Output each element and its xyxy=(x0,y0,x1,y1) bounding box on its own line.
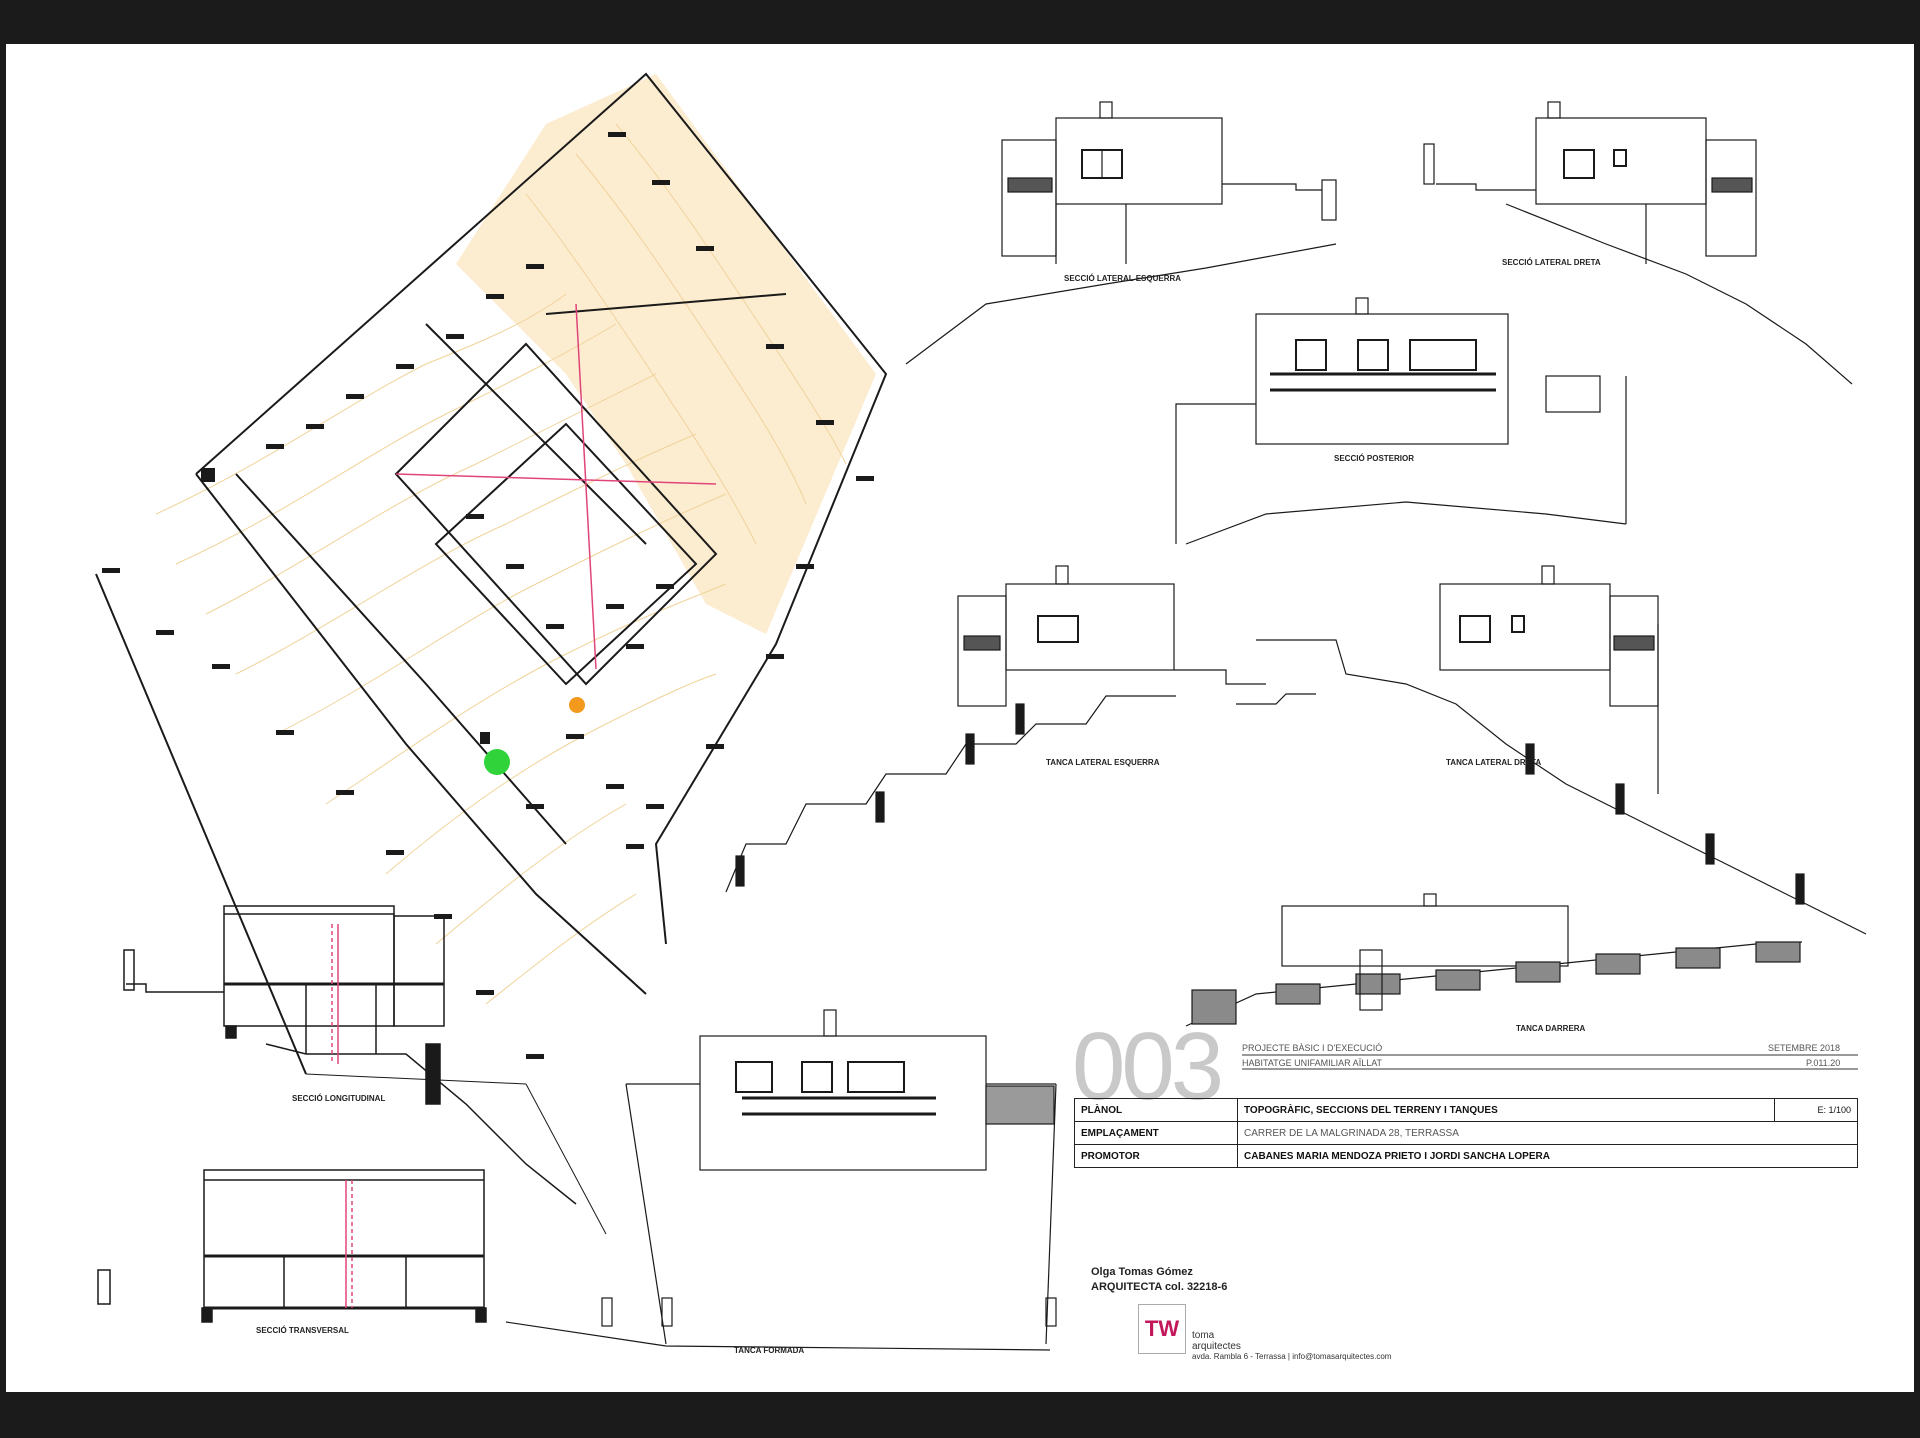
label-section-left: SECCIÓ LATERAL ESQUERRA xyxy=(1064,274,1182,283)
marker-orange xyxy=(569,697,585,713)
label-section-rear: SECCIÓ POSTERIOR xyxy=(1334,454,1415,463)
building-footprint xyxy=(394,293,787,686)
title-value-plan: TOPOGRÀFIC, SECCIONS DEL TERRENY I TANQU… xyxy=(1237,1098,1775,1122)
title-row-plan: PLÀNOL TOPOGRÀFIC, SECCIONS DEL TERRENY … xyxy=(1074,1098,1858,1122)
architect-registration: ARQUITECTA col. 32218-6 xyxy=(1091,1281,1228,1293)
elevation-left xyxy=(905,101,1337,365)
label-fence-rear: TANCA DARRERA xyxy=(1516,1024,1586,1033)
title-block-table: PLÀNOL TOPOGRÀFIC, SECCIONS DEL TERRENY … xyxy=(1074,1098,1858,1168)
section-transversal xyxy=(97,1169,487,1323)
title-scale: E: 1/100 xyxy=(1774,1098,1858,1122)
topographic-plan xyxy=(95,72,888,1235)
title-key-plan: PLÀNOL xyxy=(1074,1098,1238,1122)
studio-address: avda. Rambla 6 - Terrassa | info@tomasar… xyxy=(1192,1352,1392,1361)
title-value-location: CARRER DE LA MALGRINADA 28, TERRASSA xyxy=(1237,1121,1858,1145)
title-key-promoter: PROMOTOR xyxy=(1074,1144,1238,1168)
title-row-promoter: PROMOTOR CABANES MARIA MENDOZA PRIETO I … xyxy=(1074,1144,1858,1168)
label-fence-right: TANCA LATERAL DRETA xyxy=(1446,758,1542,767)
label-section-right: SECCIÓ LATERAL DRETA xyxy=(1502,258,1601,267)
architect-name: Olga Tomas Gómez xyxy=(1091,1266,1193,1278)
architect-block: Olga Tomas Gómez ARQUITECTA col. 32218-6 xyxy=(1091,1266,1227,1296)
studio-name-line1: toma xyxy=(1192,1330,1215,1341)
studio-name-line2: arquitectes xyxy=(1192,1341,1241,1352)
subject-line: HABITATGE UNIFAMILIAR AÏLLAT xyxy=(1242,1058,1383,1068)
drawing-sheet: SECCIÓ LATERAL ESQUERRA SECCIÓ LATERAL D… xyxy=(6,44,1914,1392)
date: SETEMBRE 2018 xyxy=(1768,1043,1841,1053)
section-longitudinal xyxy=(123,905,577,1205)
studio-name: toma arquitectes xyxy=(1192,1330,1241,1352)
project-line: PROJECTE BÀSIC I D'EXECUCIÓ xyxy=(1242,1043,1383,1053)
label-section-transversal: SECCIÓ TRANSVERSAL xyxy=(256,1326,349,1335)
label-fence-left: TANCA LATERAL ESQUERRA xyxy=(1046,758,1160,767)
title-value-promoter: CABANES MARIA MENDOZA PRIETO I JORDI SAN… xyxy=(1237,1144,1858,1168)
axis-cross xyxy=(395,303,717,670)
terrain-shaded-area xyxy=(456,74,876,634)
front-elevation xyxy=(505,1009,1057,1351)
title-row-location: EMPLAÇAMENT CARRER DE LA MALGRINADA 28, … xyxy=(1074,1121,1858,1145)
elevation-rear xyxy=(1175,297,1627,545)
studio-logo: TW xyxy=(1138,1304,1186,1354)
title-underline xyxy=(1242,1054,1858,1070)
marker-green xyxy=(484,749,510,775)
label-fence-front: TANCA FORMADA xyxy=(734,1346,805,1355)
fence-rear-section xyxy=(1185,893,1803,1027)
plot-boundary xyxy=(95,72,888,1235)
label-section-longitudinal: SECCIÓ LONGITUDINAL xyxy=(292,1094,386,1103)
elevation-right xyxy=(1423,101,1853,385)
fence-left-section xyxy=(725,565,1316,893)
ref-code: P.011.20 xyxy=(1806,1058,1841,1068)
title-key-location: EMPLAÇAMENT xyxy=(1074,1121,1238,1145)
drawing-canvas xyxy=(95,72,1867,1351)
fence-right-section xyxy=(1256,565,1867,935)
